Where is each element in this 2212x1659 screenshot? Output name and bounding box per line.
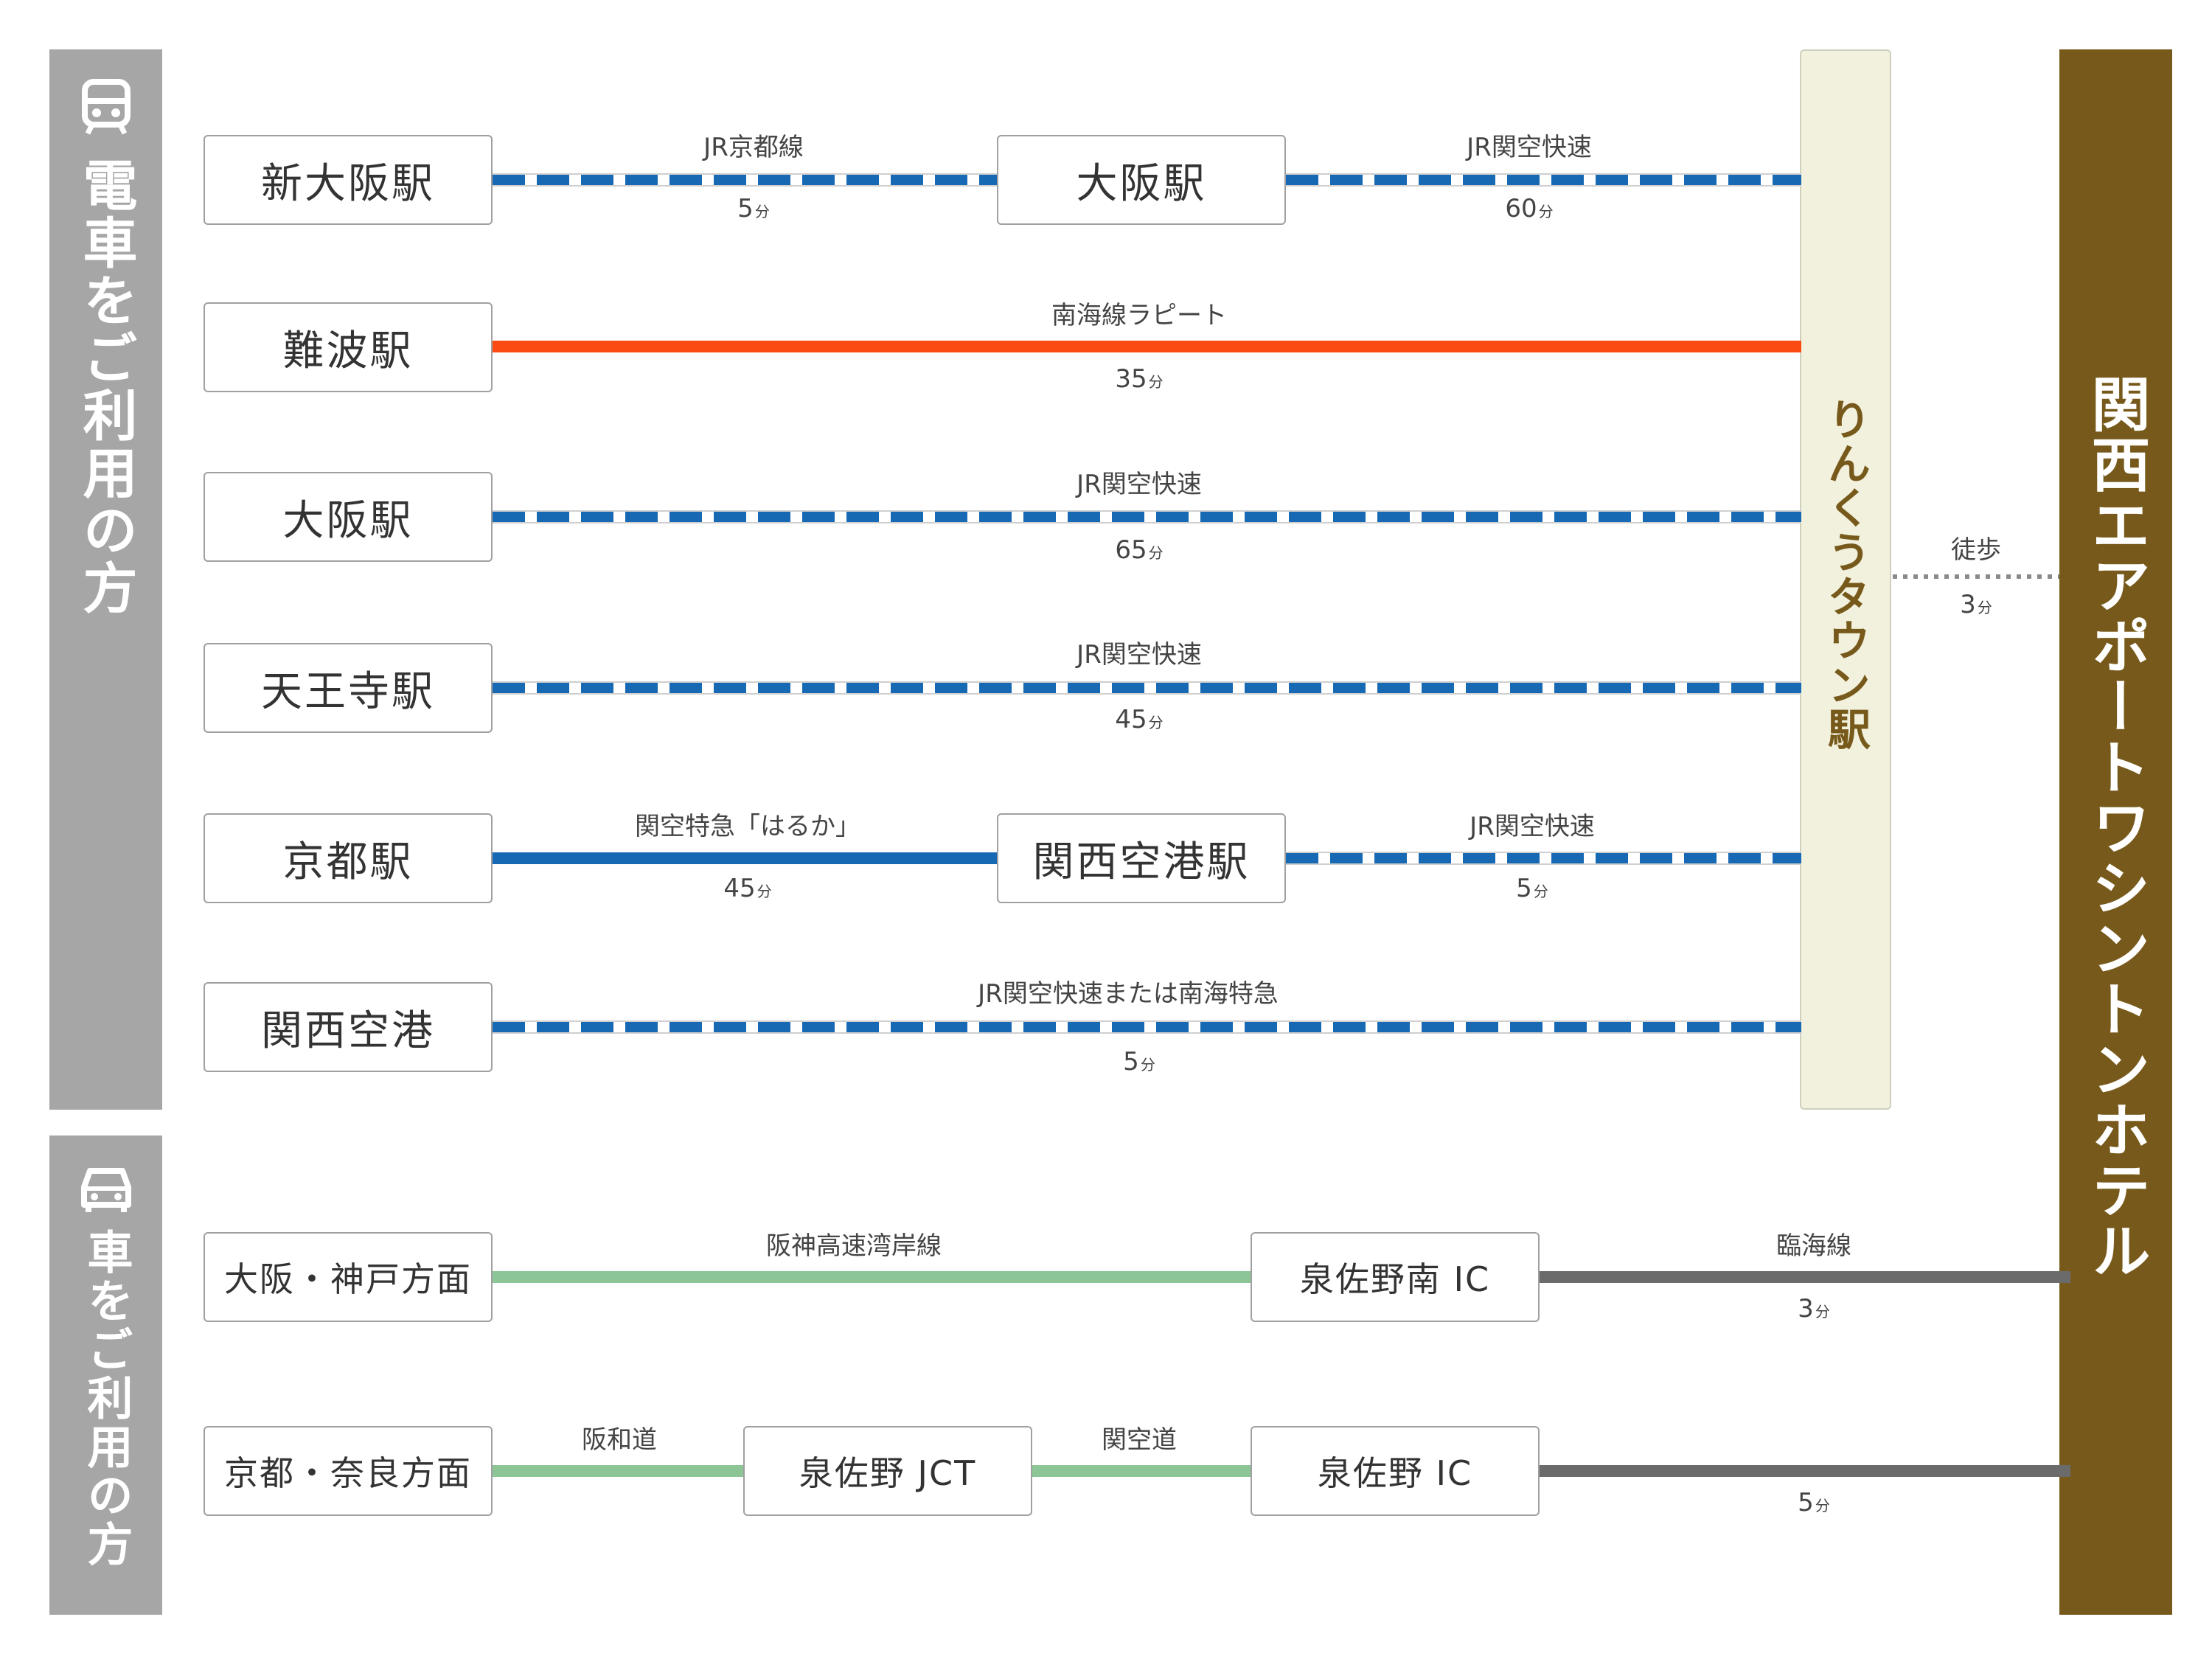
jr-line (493, 1020, 1801, 1034)
jr-line (493, 510, 1801, 524)
expressway-line (493, 1271, 1251, 1283)
station-box: 天王寺駅 (204, 643, 493, 733)
rinku-town-station: りんくうタウン駅 (1800, 49, 1891, 1110)
origin-box: 京都・奈良方面 (204, 1426, 493, 1516)
station-box: 関西空港 (204, 982, 493, 1072)
jr-line (1286, 852, 1801, 865)
rinku-town-station-label: りんくうタウン駅 (1820, 397, 1871, 751)
local-road-line (1540, 1271, 2070, 1283)
jr-line (493, 681, 1801, 695)
walk-label: 徒歩 (1951, 535, 2001, 565)
train-icon (81, 79, 131, 135)
station-box: 新大阪駅 (204, 135, 493, 225)
train-sidebar-label: 電車をご利用の方 (74, 157, 137, 617)
jr-line (1286, 173, 1801, 187)
walk-line (1893, 574, 2059, 579)
station-box: 京都駅 (204, 813, 493, 903)
haruka-line (493, 852, 997, 864)
interchange-box: 泉佐野南 IC (1251, 1232, 1540, 1322)
line-label: 阪和道 (582, 1425, 657, 1455)
line-label: JR関空快速または南海特急 (978, 979, 1279, 1009)
line-label: 南海線ラピート (1051, 301, 1227, 330)
line-label: JR関空快速 (1467, 133, 1592, 162)
line-label: 関空道 (1102, 1425, 1177, 1455)
local-road-line (1540, 1465, 2070, 1477)
junction-box: 泉佐野 JCT (743, 1426, 1032, 1516)
car-sidebar-label: 車をご利用の方 (79, 1228, 133, 1569)
line-label: JR関空快速 (1077, 470, 1202, 499)
hotel-name: 関西エアポートワシントンホテル (2081, 374, 2151, 1281)
line-label: JR関空快速 (1470, 812, 1595, 841)
nankai-line (493, 341, 1801, 352)
car-sidebar: 車をご利用の方 (49, 1135, 162, 1615)
station-box: 関西空港駅 (997, 813, 1286, 903)
line-label: JR関空快速 (1077, 640, 1202, 669)
line-label: 阪神高速湾岸線 (766, 1231, 942, 1261)
hotel-destination: 関西エアポートワシントンホテル (2059, 49, 2172, 1615)
station-box: 大阪駅 (997, 135, 1286, 225)
expressway-line (493, 1465, 743, 1477)
jr-line (493, 173, 997, 187)
line-label: 臨海線 (1776, 1231, 1851, 1261)
origin-box: 大阪・神戸方面 (204, 1232, 493, 1322)
station-box: 大阪駅 (204, 472, 493, 562)
line-label: 関空特急「はるか」 (635, 812, 860, 841)
expressway-line (1032, 1465, 1251, 1477)
car-icon (80, 1168, 131, 1212)
train-sidebar: 電車をご利用の方 (49, 49, 162, 1110)
line-label: JR京都線 (703, 133, 804, 162)
station-box: 難波駅 (204, 302, 493, 392)
interchange-box: 泉佐野 IC (1251, 1426, 1540, 1516)
